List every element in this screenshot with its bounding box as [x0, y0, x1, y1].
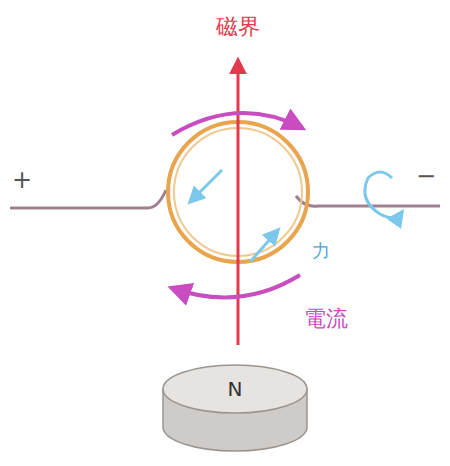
terminal-sign: −	[416, 164, 436, 188]
current-label: 電流	[304, 308, 348, 330]
magnet-shape	[160, 362, 310, 454]
rotation-arrow	[365, 172, 402, 218]
terminal-sign: +	[12, 168, 32, 192]
field-arrow	[237, 60, 240, 345]
current-arrow	[172, 113, 302, 135]
wire	[10, 190, 166, 208]
pole-label: N	[228, 379, 243, 399]
force-label: 力	[312, 242, 330, 260]
magnet-top	[163, 365, 307, 413]
current-arrow	[172, 275, 300, 297]
field-label: 磁界	[216, 16, 260, 38]
force-arrow	[250, 230, 278, 262]
magnet: N	[160, 362, 310, 454]
force-arrow	[190, 170, 222, 202]
